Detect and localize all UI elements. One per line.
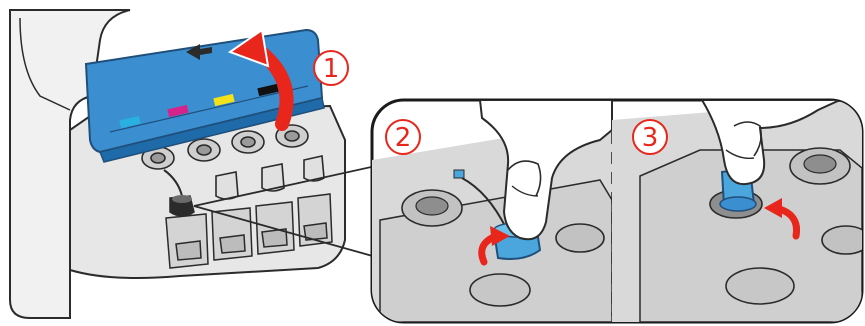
step-1-marker: 1: [314, 51, 348, 85]
step-1-label: 1: [323, 54, 340, 84]
detail-callout: 2 3: [372, 100, 865, 322]
step-2-marker: 2: [386, 120, 420, 154]
step-2-label: 2: [395, 123, 412, 153]
step-3-marker: 3: [633, 120, 667, 154]
printer-illustration: 1: [10, 10, 394, 318]
step-3-label: 3: [642, 123, 659, 153]
